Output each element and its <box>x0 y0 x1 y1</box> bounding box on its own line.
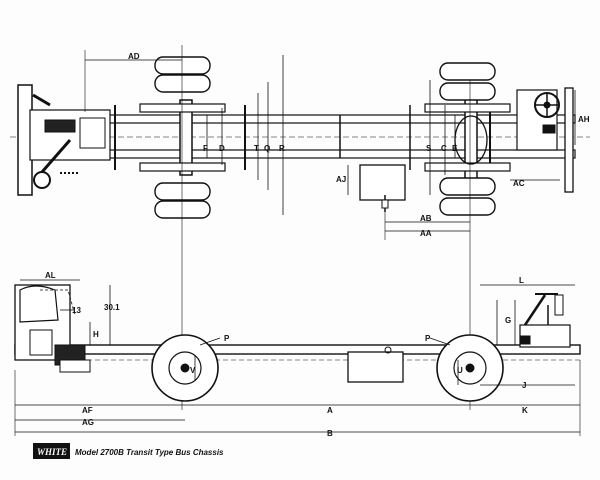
side-view <box>14 279 581 436</box>
engine-side <box>14 284 91 373</box>
front-axle <box>179 99 193 176</box>
fuel-tank-side <box>347 351 404 383</box>
dim-AG: AG <box>82 418 94 427</box>
dim-AH: AH <box>578 115 590 124</box>
dim-AB: AB <box>420 214 432 223</box>
dim-A: A <box>327 406 333 415</box>
dim-L: L <box>519 276 524 285</box>
steering-plan <box>516 87 574 193</box>
dim-U: U <box>457 366 463 375</box>
dim-P-rear: P <box>425 334 431 343</box>
rear-wheel-bottom <box>439 177 496 196</box>
side-dimension-labels: AL 13 30.1 H P V L G P U J AF A K AG B <box>45 271 528 438</box>
dim-K: K <box>522 406 528 415</box>
dim-B: B <box>327 429 333 438</box>
dim-J: J <box>522 381 526 390</box>
drawing-caption: Model 2700B Transit Type Bus Chassis <box>75 448 224 457</box>
rear-wheel-side <box>436 334 504 402</box>
rear-wheel-top <box>439 62 496 81</box>
dim-C: C <box>441 144 447 153</box>
dim-AF: AF <box>82 406 93 415</box>
front-wheel-bottom-outer <box>154 182 211 201</box>
dim-P-front: P <box>224 334 230 343</box>
plan-view <box>10 45 590 410</box>
dim-D: D <box>219 144 225 153</box>
steering-side <box>519 293 571 348</box>
dim-AL: AL <box>45 271 56 280</box>
dim-AC: AC <box>513 179 525 188</box>
dim-AD: AD <box>128 52 140 61</box>
dim-S: S <box>426 144 432 153</box>
dim-T: T <box>254 144 259 153</box>
dim-R: R <box>279 144 285 153</box>
dim-H: H <box>93 330 99 339</box>
engine-plan <box>17 84 111 196</box>
plan-dimension-labels: AD R Q T D F S C E AH AC AJ AB AA <box>128 52 590 238</box>
dim-G: G <box>505 316 511 325</box>
title-block: WHITE Model 2700B Transit Type Bus Chass… <box>33 443 224 459</box>
dim-13: 13 <box>72 306 81 315</box>
front-wheel-top-outer <box>154 56 211 75</box>
dim-F: F <box>203 144 208 153</box>
fuel-tank-plan <box>359 164 406 201</box>
dim-AJ: AJ <box>336 175 346 184</box>
white-logo: WHITE <box>37 447 67 457</box>
dim-E: E <box>452 144 458 153</box>
dim-AA: AA <box>420 229 432 238</box>
front-wheel-side <box>151 334 219 402</box>
dim-30-1: 30.1 <box>104 303 120 312</box>
white-logo-badge <box>33 443 70 459</box>
dim-Q: Q <box>264 144 270 153</box>
dim-V: V <box>190 366 196 375</box>
